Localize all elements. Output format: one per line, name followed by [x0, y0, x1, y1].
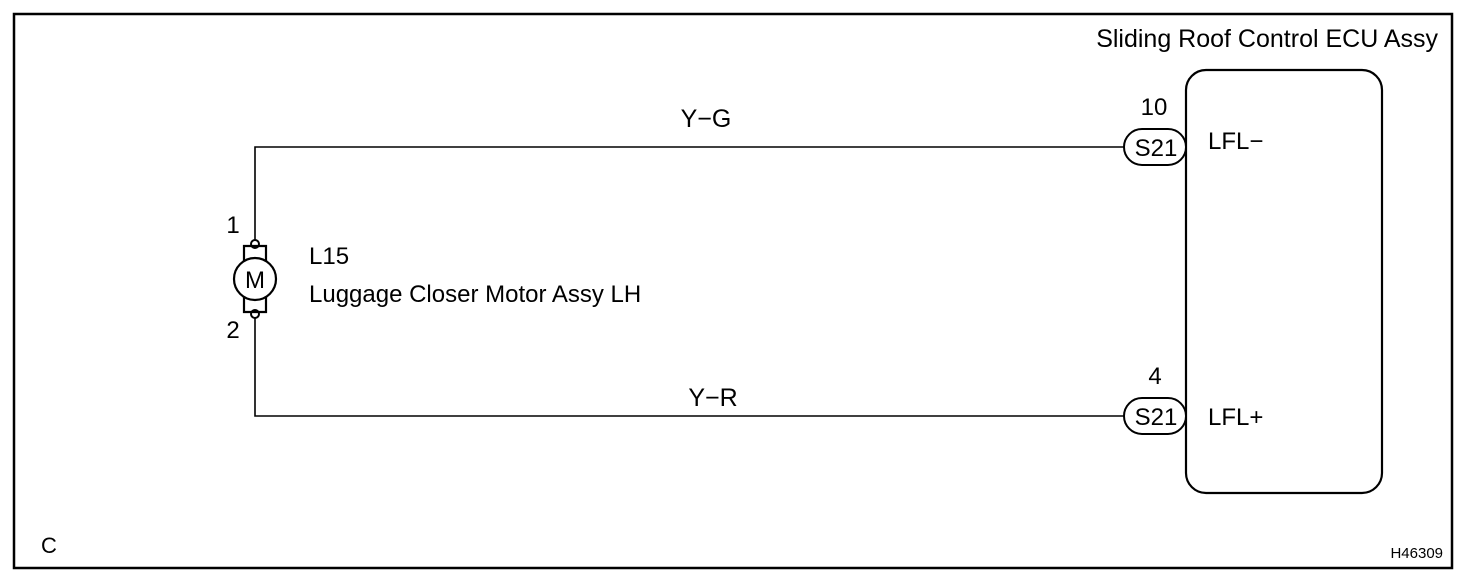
ecu-pin-number-4: 4	[1148, 363, 1161, 390]
figure-code: H46309	[1390, 545, 1443, 562]
connector-s21-bottom	[1123, 397, 1187, 435]
ecu-terminal-lfl-minus: LFL−	[1208, 128, 1263, 155]
wire-color-y-r: Y−R	[688, 384, 737, 412]
connector-s21-top	[1123, 128, 1187, 166]
motor-symbol-label: M	[245, 267, 265, 294]
ecu-terminal-lfl-plus: LFL+	[1208, 404, 1263, 431]
motor-pin-2: 2	[226, 317, 239, 344]
motor-connector-code: L15	[309, 243, 349, 270]
wire-y-g	[254, 146, 1124, 242]
ecu-box	[1184, 68, 1384, 495]
connector-s21-bottom-label: S21	[1135, 404, 1178, 431]
corner-label: C	[41, 533, 57, 558]
ecu-title: Sliding Roof Control ECU Assy	[1096, 25, 1438, 53]
wire-y-r	[254, 316, 1124, 417]
connector-s21-top-label: S21	[1135, 135, 1178, 162]
ecu-pin-number-10: 10	[1141, 94, 1168, 121]
wire-color-y-g: Y−G	[681, 105, 732, 133]
motor-icon	[232, 239, 278, 319]
motor-pin-1: 1	[226, 212, 239, 239]
motor-name: Luggage Closer Motor Assy LH	[309, 281, 641, 308]
